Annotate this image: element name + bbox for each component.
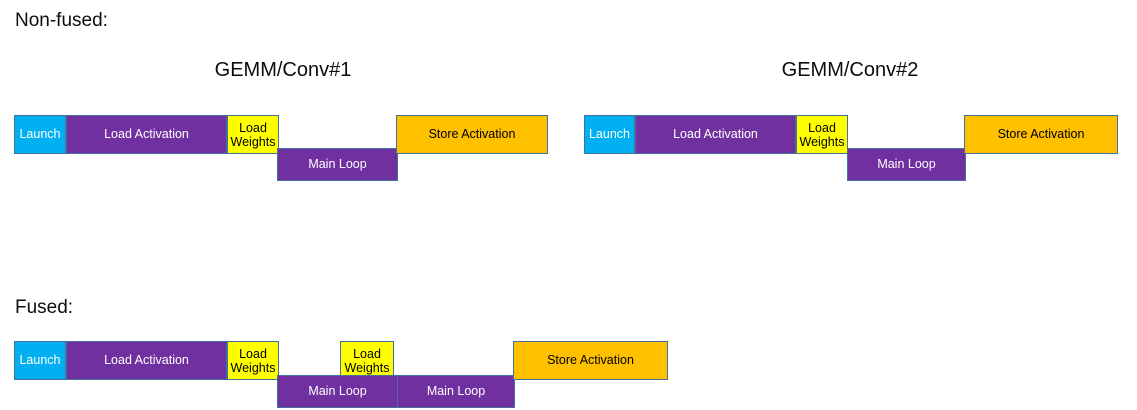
bar-label-load-activation-fused: Load Activation xyxy=(104,353,189,367)
bar-label-load-weights-conv2: Load Weights xyxy=(799,120,845,149)
bar-main-loop-2-fused[interactable]: Main Loop xyxy=(397,375,515,408)
bar-launch-fused[interactable]: Launch xyxy=(14,341,66,380)
bar-label-launch-conv1: Launch xyxy=(19,127,61,141)
bar-launch-conv2[interactable]: Launch xyxy=(584,115,635,154)
bar-store-activation-conv1[interactable]: Store Activation xyxy=(396,115,548,154)
bar-label-load-weights-conv1: Load Weights xyxy=(230,120,276,149)
bar-label-load-weights-2-fused: Load Weights xyxy=(344,346,390,375)
bar-load-weights-2-fused[interactable]: Load Weights xyxy=(340,341,394,380)
bar-label-main-loop-conv2: Main Loop xyxy=(877,157,936,171)
bar-label-launch-fused: Launch xyxy=(19,353,61,367)
bar-label-load-activation-conv1: Load Activation xyxy=(104,127,189,141)
bar-label-main-loop-conv1: Main Loop xyxy=(308,157,367,171)
group-title-gemm-conv-1: GEMM/Conv#1 xyxy=(214,59,352,81)
bar-label-main-loop-1-fused: Main Loop xyxy=(308,384,367,398)
bar-main-loop-1-fused[interactable]: Main Loop xyxy=(277,375,398,408)
bar-load-weights-conv2[interactable]: Load Weights xyxy=(796,115,848,154)
bar-load-activation-fused[interactable]: Load Activation xyxy=(66,341,227,380)
bar-load-activation-conv1[interactable]: Load Activation xyxy=(66,115,227,154)
bar-main-loop-conv2[interactable]: Main Loop xyxy=(847,148,966,181)
bar-main-loop-conv1[interactable]: Main Loop xyxy=(277,148,398,181)
bar-label-store-activation-conv2: Store Activation xyxy=(997,127,1085,141)
bar-label-main-loop-2-fused: Main Loop xyxy=(426,384,486,398)
bar-label-load-activation-conv2: Load Activation xyxy=(673,127,758,141)
bar-store-activation-fused[interactable]: Store Activation xyxy=(513,341,668,380)
bar-launch-conv1[interactable]: Launch xyxy=(14,115,66,154)
bar-load-weights-conv1[interactable]: Load Weights xyxy=(227,115,279,154)
bar-label-load-weights-1-fused: Load Weights xyxy=(230,346,276,375)
section-label-non-fused: Non-fused: xyxy=(15,10,108,31)
group-title-gemm-conv-2: GEMM/Conv#2 xyxy=(781,59,919,81)
bar-label-store-activation-conv1: Store Activation xyxy=(428,127,516,141)
section-label-fused: Fused: xyxy=(15,297,74,318)
bar-load-weights-1-fused[interactable]: Load Weights xyxy=(227,341,279,380)
bar-load-activation-conv2[interactable]: Load Activation xyxy=(635,115,796,154)
bar-label-launch-conv2: Launch xyxy=(588,127,630,141)
bar-store-activation-conv2[interactable]: Store Activation xyxy=(964,115,1118,154)
bar-label-store-activation-fused: Store Activation xyxy=(547,353,634,367)
